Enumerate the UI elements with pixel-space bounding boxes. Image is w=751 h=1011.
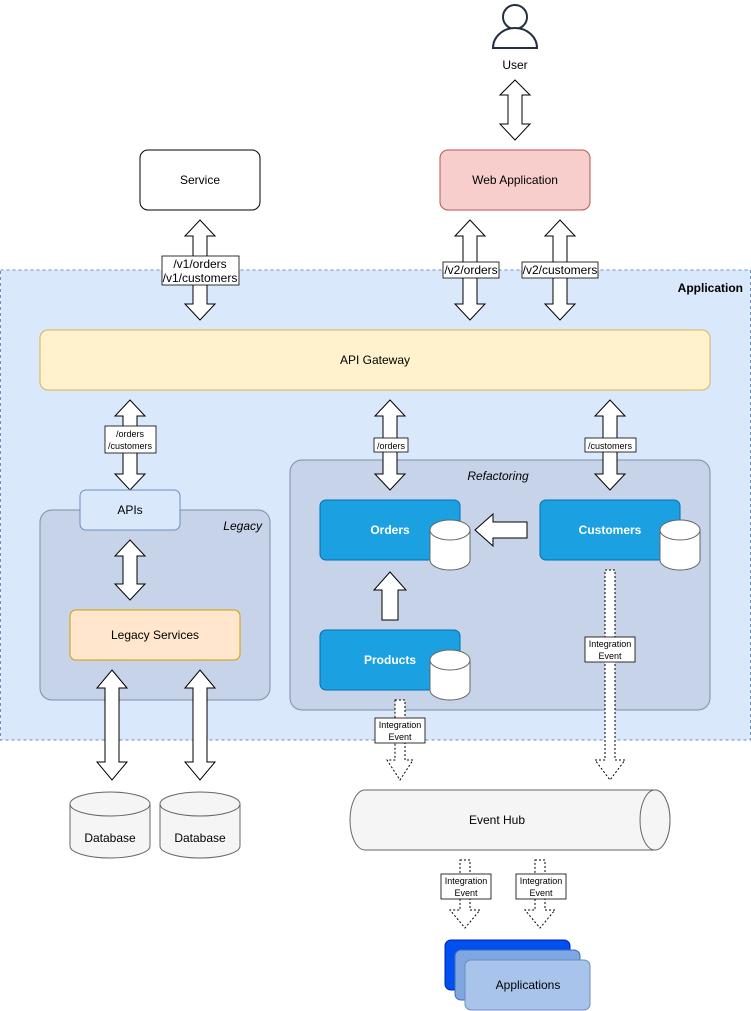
user-icon [491,4,539,49]
legacy-group-label: Legacy [223,519,263,533]
orders-label: Orders [370,523,410,537]
customers-label: Customers [579,523,642,537]
edge-label-customers-integration: Integration [589,639,632,649]
arrow-apis-legacy-services [113,539,147,601]
web-application-label: Web Application [472,173,558,187]
edge-label-products-event: Event [388,732,412,742]
edge-label-customers-legacy: /customers [108,441,153,451]
applications-stack [444,939,591,1011]
api-gateway-label: API Gateway [340,353,410,367]
event-hub-node [349,789,671,851]
apis-label: APIs [117,503,142,517]
edge-label-orders-legacy: /orders [116,429,145,439]
arrow-legacy-database-1 [95,669,129,781]
edge-label-hub-integration-1: Integration [445,876,488,886]
edge-label-hub-integration-2: Integration [520,876,563,886]
web-application-node [439,149,591,211]
database-2-label: Database [174,831,226,845]
api-gateway-node [39,329,711,391]
arrow-products-orders [372,571,408,621]
legacy-services-label: Legacy Services [111,628,199,642]
apis-node [79,489,181,531]
application-label: Application [678,281,743,295]
arrow-legacy-database-2 [183,669,217,781]
edge-label-products-integration: Integration [379,720,422,730]
products-label: Products [364,653,416,667]
arrow-user-webapp [498,79,532,141]
customers-database-icon [659,519,701,571]
arrow-customers-eventhub [594,569,626,781]
edge-label-customers: /customers [588,441,633,451]
legacy-services-node [69,609,241,661]
user-label: User [502,58,527,72]
event-hub-label: Event Hub [469,813,525,827]
edge-label-v1-customers: /v1/customers [163,271,238,285]
edge-label-v2-customers: /v2/customers [523,263,598,277]
service-node [139,149,261,211]
arrow-customers-orders [474,512,528,548]
refactoring-group-label: Refactoring [467,469,529,483]
database-1-icon [69,791,151,859]
legacy-group [39,509,271,701]
service-label: Service [180,173,220,187]
products-database-icon [429,649,471,701]
edge-label-customers-event: Event [598,651,622,661]
edge-label-orders: /orders [377,441,406,451]
edge-label-hub-event-1: Event [454,888,478,898]
applications-label: Applications [496,978,561,992]
database-2-icon [159,791,241,859]
database-1-label: Database [84,831,136,845]
edge-label-v2-orders: /v2/orders [444,263,497,277]
orders-database-icon [429,519,471,571]
edge-label-hub-event-2: Event [529,888,553,898]
edge-label-v1-orders: /v1/orders [173,257,226,271]
